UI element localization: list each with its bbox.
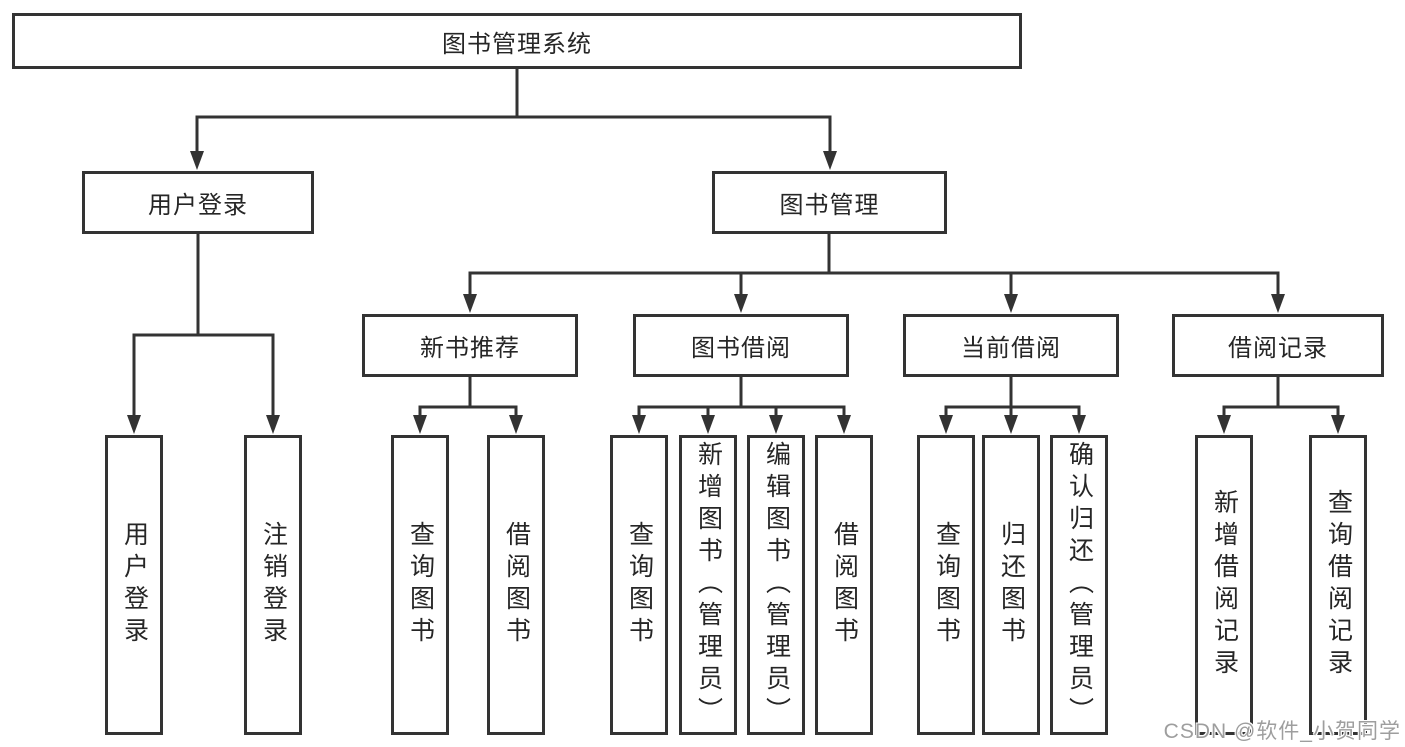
leaf-recommend-borrow-books: 借阅图书 bbox=[487, 435, 545, 735]
leaf-user-login: 用户登录 bbox=[105, 435, 163, 735]
leaf-current-return-books: 归还图书 bbox=[982, 435, 1040, 735]
leaf-borrow-add-books-admin: 新增图书（管理员） bbox=[679, 435, 737, 735]
leaf-current-confirm-return-admin: 确认归还（管理员） bbox=[1050, 435, 1108, 735]
arrowheads bbox=[127, 151, 1345, 434]
leaf-borrow-edit-books-admin: 编辑图书（管理员） bbox=[747, 435, 805, 735]
node-book-borrow: 图书借阅 bbox=[633, 314, 849, 377]
leaf-records-add-record: 新增借阅记录 bbox=[1195, 435, 1253, 735]
node-new-book-recommend: 新书推荐 bbox=[362, 314, 578, 377]
node-library-management-system: 图书管理系统 bbox=[12, 13, 1022, 69]
node-book-management: 图书管理 bbox=[712, 171, 947, 234]
leaf-borrow-query-books: 查询图书 bbox=[610, 435, 668, 735]
node-borrow-records: 借阅记录 bbox=[1172, 314, 1384, 377]
leaf-records-query-record: 查询借阅记录 bbox=[1309, 435, 1367, 735]
node-current-borrow: 当前借阅 bbox=[903, 314, 1119, 377]
leaf-borrow-borrow-books: 借阅图书 bbox=[815, 435, 873, 735]
leaf-current-query-books: 查询图书 bbox=[917, 435, 975, 735]
csdn-watermark: CSDN @软件_小贺同学 bbox=[1163, 720, 1401, 743]
leaf-recommend-query-books: 查询图书 bbox=[391, 435, 449, 735]
leaf-logout: 注销登录 bbox=[244, 435, 302, 735]
node-user-login: 用户登录 bbox=[82, 171, 314, 234]
